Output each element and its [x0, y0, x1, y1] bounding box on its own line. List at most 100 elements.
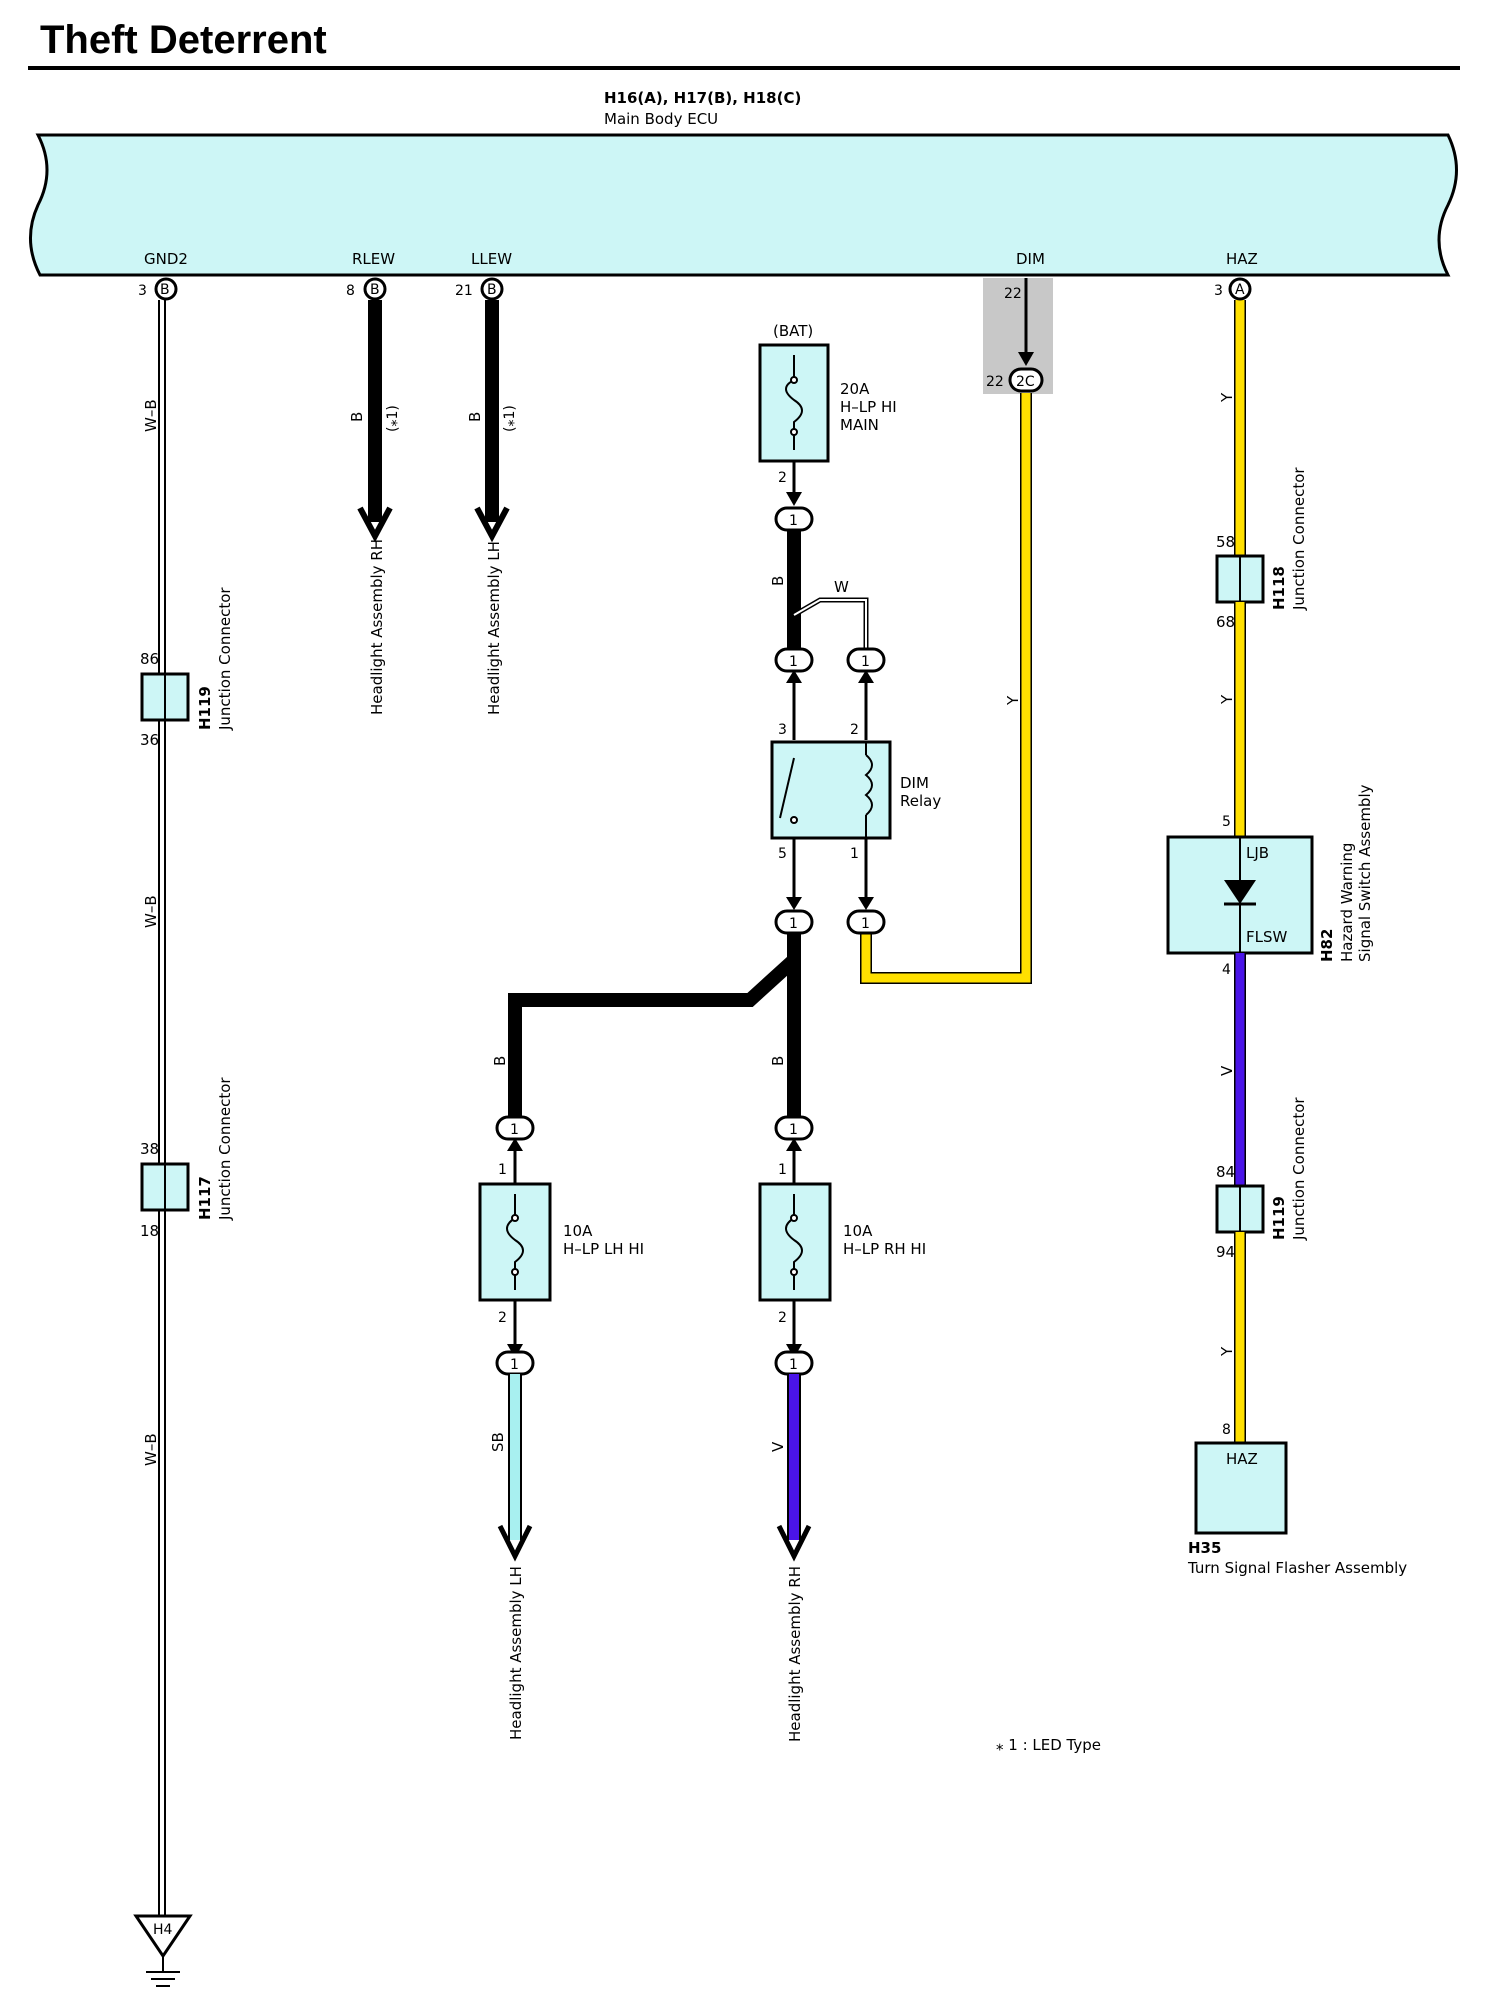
rlew-conn-letter: B	[370, 282, 380, 298]
h118-id: H118	[1270, 566, 1288, 610]
h119-right-pin-top: 84	[1216, 1163, 1235, 1181]
haz-wire-color-3: Y	[1218, 1346, 1236, 1357]
llew-note-ref: (⁎1)	[502, 405, 518, 432]
h82-pin-top: 5	[1222, 814, 1231, 830]
gnd2-conn-letter: B	[160, 282, 170, 298]
relay-label-1: DIM	[900, 774, 929, 792]
rlew-pin-connector	[363, 277, 387, 301]
haz-pin-connector	[1228, 277, 1252, 301]
rh-fuse-name: H–LP RH HI	[843, 1240, 926, 1258]
pin-label-haz: HAZ	[1226, 250, 1258, 268]
llew-circuit: B 21 B (⁎1) Headlight Assembly LH	[455, 277, 518, 715]
lh-dest-arrow-icon	[497, 1524, 533, 1562]
relay-feed-wire-color: B	[769, 576, 787, 586]
relay-switch-icon	[779, 757, 795, 819]
gnd2-pin-number: 3	[138, 283, 147, 299]
hi-beam-split: B B 1 1 10A H–LP LH HI 2 1 SB Headlight …	[478, 933, 926, 1742]
title-divider	[28, 66, 1460, 70]
h82-flsw: FLSW	[1246, 928, 1288, 946]
h82-pin-bottom: 4	[1222, 962, 1231, 978]
lh-fuse-pin-in: 1	[498, 1162, 507, 1178]
dim-inline-label: 2C	[1016, 374, 1035, 390]
main-fuse-pin-out: 2	[778, 470, 787, 486]
haz-pin-number: 3	[1214, 283, 1223, 299]
pin-label-rlew: RLEW	[352, 250, 395, 268]
lh-wire-color: SB	[489, 1432, 507, 1452]
relay-pin-1: 1	[850, 846, 859, 862]
ground-h4-triangle	[133, 1914, 193, 1959]
rh-fuse-pin-out: 2	[778, 1310, 787, 1326]
rlew-note-ref: (⁎1)	[385, 405, 401, 432]
h118-pin-top: 58	[1216, 533, 1235, 551]
pin-label-gnd2: GND2	[144, 250, 188, 268]
h35-label: HAZ	[1226, 1450, 1258, 1468]
rlew-circuit: B 8 B (⁎1) Headlight Assembly RH	[346, 277, 401, 715]
haz-conn-letter: A	[1235, 282, 1245, 298]
ecu-name: Main Body ECU	[604, 110, 718, 128]
jb-pin-1: 1	[789, 513, 798, 529]
h119-right-id: H119	[1270, 1196, 1288, 1240]
rlew-pin-number: 8	[346, 283, 355, 299]
jb-conn-5	[846, 909, 886, 935]
lh-feed-wire-color: B	[491, 1056, 509, 1066]
haz-wire-color-v: V	[1218, 1065, 1236, 1076]
relay-pin-5: 5	[778, 846, 787, 862]
h35-pin: 8	[1222, 1422, 1231, 1438]
h35-flasher	[1194, 1441, 1288, 1535]
pin-label-dim: DIM	[1016, 250, 1045, 268]
dim-pin-number: 22	[1004, 286, 1022, 302]
lh-fuse-out-conn-pin: 1	[510, 1357, 519, 1373]
rlew-arrow-icon	[357, 506, 393, 543]
h82-name-2: Signal Switch Assembly	[1356, 784, 1374, 962]
rh-dest-arrow-icon	[776, 1524, 812, 1562]
h119-right-name: Junction Connector	[1290, 1097, 1308, 1241]
gnd2-circuit: B 3 W–B W–B W–B 86 36 H119 Junction Conn…	[133, 277, 234, 1987]
main-fuse-name-2: MAIN	[840, 416, 879, 434]
lh-fuse-rating: 10A	[563, 1222, 593, 1240]
relay-pin-2: 2	[850, 722, 859, 738]
h117-pin-bottom: 18	[140, 1222, 159, 1240]
rh-fuse-rating: 10A	[843, 1222, 873, 1240]
h117-id: H117	[196, 1176, 214, 1220]
haz-wire-color-2: Y	[1218, 694, 1236, 705]
jb-pin-2: 1	[789, 654, 798, 670]
rh-wire-color: V	[769, 1441, 787, 1452]
dest-bottom-lh: Headlight Assembly LH	[507, 1566, 525, 1740]
llew-conn-letter: B	[487, 282, 497, 298]
gnd2-wire-color-1: W–B	[142, 399, 160, 432]
relay-coil-icon	[864, 754, 873, 816]
ecu-box	[28, 133, 1458, 277]
llew-pin-number: 21	[455, 283, 473, 299]
h82-ljb: LJB	[1246, 844, 1269, 862]
diode-icon	[1224, 880, 1256, 904]
ecu-connectors: H16(A), H17(B), H18(C)	[604, 89, 801, 107]
dest-top-rh: Headlight Assembly RH	[368, 539, 386, 715]
main-fuse-rating: 20A	[840, 380, 870, 398]
gnd2-pin-connector	[154, 277, 178, 301]
main-body-ecu: H16(A), H17(B), H18(C) Main Body ECU GND…	[28, 89, 1458, 277]
rlew-wire-color: B	[348, 412, 366, 422]
h82-id: H82	[1318, 929, 1336, 962]
main-fuse-icon	[785, 355, 803, 450]
jb-pin-4: 1	[789, 916, 798, 932]
jb-pin-5: 1	[861, 916, 870, 932]
relay-w-wire-color: W	[834, 578, 849, 596]
h119-right-pin-bottom: 94	[1216, 1243, 1235, 1261]
h117-pin-top: 38	[140, 1140, 159, 1158]
lh-fuse-name: H–LP LH HI	[563, 1240, 644, 1258]
llew-pin-connector	[480, 277, 504, 301]
dim-circuit: 22 2C 22 Y	[860, 278, 1053, 984]
dim-wire-color: Y	[1004, 695, 1022, 706]
rh-fuse-pin-in: 1	[778, 1162, 787, 1178]
h119-left-pin-top: 86	[140, 650, 159, 668]
bat-label: (BAT)	[773, 322, 813, 340]
h35-id: H35	[1188, 1539, 1221, 1557]
h118-name: Junction Connector	[1290, 467, 1308, 611]
lh-fuse-icon	[506, 1194, 524, 1290]
rh-fuse-in-conn-pin: 1	[789, 1122, 798, 1138]
h117-name: Junction Connector	[216, 1077, 234, 1221]
dest-top-lh: Headlight Assembly LH	[485, 541, 503, 715]
dest-bottom-rh: Headlight Assembly RH	[786, 1566, 804, 1742]
rh-fuse-out-conn-pin: 1	[789, 1357, 798, 1373]
